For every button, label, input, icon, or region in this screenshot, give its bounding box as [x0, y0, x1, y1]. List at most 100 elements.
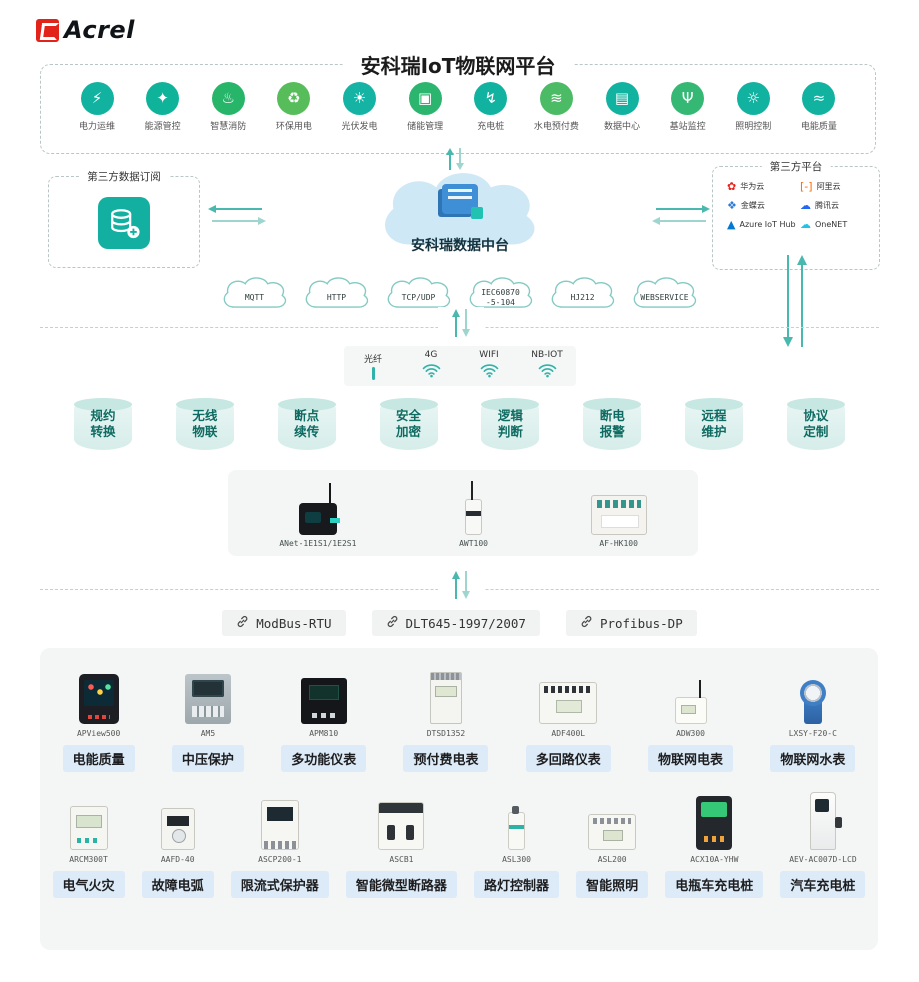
capability-label: 断电 报警 [583, 408, 641, 441]
product-row-1: APView500 电能质量 AM5 中压保护 APM810 [44, 662, 874, 772]
product-category-chip: 电瓶车充电桩 [665, 871, 764, 898]
exchange-arrows-left-icon [206, 201, 268, 233]
app-circle-icon: ▤ [605, 82, 639, 115]
app-label: 照明控制 [735, 122, 772, 132]
capability-line2: 定制 [803, 424, 829, 440]
product-model: APM810 [309, 729, 339, 738]
capability-cylinder: 逻辑 判断 [481, 398, 540, 450]
updown-arrow-icon [438, 569, 484, 605]
product-category-chip: 电气火灾 [52, 871, 125, 898]
product-model: LXSY-F20-C [788, 729, 837, 738]
protocol-line1: TCP/UDP [401, 292, 436, 302]
product-item: ASL200 智能照明 [576, 788, 649, 898]
connectivity-bar: 光纤 4G [344, 346, 576, 386]
gateway-box: ANet-1E1S1/1E2S1 AWT100 AF-HK100 [228, 470, 698, 556]
product-category-chip: 智能照明 [576, 871, 649, 898]
product-device-icon [260, 800, 299, 850]
product-device-image [184, 662, 231, 724]
app-label: 能源管控 [144, 122, 181, 132]
capability-row: 规约 转换 无线 物联 断点 续传 安全 [74, 398, 845, 450]
product-model: ASCP200-1 [258, 855, 302, 864]
cloud-platform-logo-icon: ▲ [727, 218, 736, 231]
protocol-cloud: MQTT [219, 275, 291, 313]
platform-app-item: ♨ 智慧消防 [196, 82, 260, 132]
platform-app-item: ⚡ 电力运维 [65, 82, 129, 132]
platform-app-item: ≈ 电能质量 [787, 82, 851, 132]
platform-app-item: ♻ 环保用电 [262, 82, 326, 132]
bus-protocol-chip: DLT645-1997/2007 [371, 610, 540, 636]
right-vertical-arrows-icon [778, 253, 812, 353]
capability-cylinder: 远程 维护 [685, 398, 744, 450]
app-glyph: ▣ [418, 89, 433, 107]
product-item: DTSD1352 预付费电表 [403, 662, 489, 772]
app-circle-icon: ≋ [539, 82, 573, 115]
gateway-device-image [465, 481, 483, 535]
wifi-icon [479, 362, 500, 382]
platform-app-item: ≋ 水电预付费 [524, 82, 588, 132]
app-label: 电力运维 [78, 122, 115, 132]
product-device-image [508, 788, 526, 850]
wifi-icon [537, 362, 558, 382]
product-device-icon [539, 682, 598, 724]
platform-app-item: ▤ 数据中心 [590, 82, 654, 132]
cloud-platform-logo-icon: ❖ [727, 199, 737, 212]
data-middle-platform-cloud: 安科瑞数据中台 [372, 166, 548, 264]
product-category-chip: 多功能仪表 [281, 745, 367, 772]
cloud-platform-item: ❖ 金蝶云 [727, 200, 798, 211]
protocol-name: HTTP [301, 282, 373, 313]
product-device-icon [69, 806, 108, 850]
product-device-icon [809, 792, 842, 850]
protocol-line1: MQTT [244, 292, 265, 302]
platform-logo-grid: ✿ 华为云 [-] 阿里云 ❖ 金蝶云 ☁ 腾讯云 [713, 167, 879, 230]
capability-line1: 远程 [701, 408, 727, 423]
bus-protocol-label: DLT645-1997/2007 [405, 615, 526, 631]
updown-arrow-icon [438, 307, 484, 343]
bus-protocol-label: Profibus-DP [599, 615, 683, 631]
app-glyph: ☼ [746, 89, 760, 107]
cloud-platform-item: [-] 阿里云 [800, 181, 871, 192]
product-device-image [69, 788, 108, 850]
capability-cylinder: 安全 加密 [379, 398, 438, 450]
product-item: ARCM300T 电气火灾 [52, 788, 125, 898]
platform-app-item: ▣ 储能管理 [393, 82, 457, 132]
product-device-image [588, 788, 637, 850]
product-model: ADF400L [551, 729, 586, 738]
product-device-icon [160, 808, 195, 850]
connectivity-item: 光纤 [344, 352, 402, 380]
product-device-icon [588, 814, 637, 850]
app-label: 充电桩 [477, 122, 505, 132]
capability-line2: 转换 [90, 424, 116, 440]
protocol-name: HJ212 [547, 282, 619, 313]
app-circle-icon: ♻ [277, 82, 311, 115]
protocol-cloud: IEC60870 -5-104 [465, 275, 537, 313]
capability-label: 断点 续传 [278, 408, 336, 441]
cloud-platform-logo-icon: ✿ [727, 180, 737, 193]
app-circle-icon: ☀ [343, 82, 376, 115]
cloud-platform-name: 腾讯云 [815, 201, 839, 210]
cloud-platform-item: ▲ Azure IoT Hub [727, 219, 798, 230]
product-category-chip: 智能微型断路器 [345, 871, 457, 898]
cloud-outline-icon [469, 277, 532, 308]
product-item: AEV-AC007D-LCD 汽车充电桩 [780, 788, 866, 898]
gateway-device-image [298, 481, 337, 535]
product-device-image [78, 662, 119, 724]
connectivity-item: 4G [402, 350, 460, 382]
cloud-outline-icon [633, 277, 696, 308]
protocol-line1: HJ212 [570, 292, 595, 302]
subscription-box-title: 第三方数据订阅 [79, 169, 169, 184]
product-model: ASL200 [597, 855, 627, 864]
gateway-device-icon [465, 484, 483, 535]
product-item: ASCP200-1 限流式保护器 [230, 788, 329, 898]
app-label: 水电预付费 [533, 122, 579, 132]
cloud-platform-name: 华为云 [740, 182, 765, 191]
cloud-platform-name: OneNET [815, 220, 848, 229]
bus-protocol-row: ModBus-RTU DLT645-1997/2007 [0, 610, 919, 636]
product-device-icon [696, 796, 733, 850]
product-device-image [799, 662, 826, 724]
database-add-icon [98, 197, 150, 249]
protocol-name: TCP/UDP [383, 282, 455, 313]
cloud-platform-item: ☁ OneNET [800, 219, 871, 230]
product-item: APView500 电能质量 [62, 662, 135, 772]
app-circle-icon: ✦ [146, 82, 180, 115]
product-row-2: ARCM300T 电气火灾 AAFD-40 故障电弧 ASCP200-1 [44, 788, 874, 898]
